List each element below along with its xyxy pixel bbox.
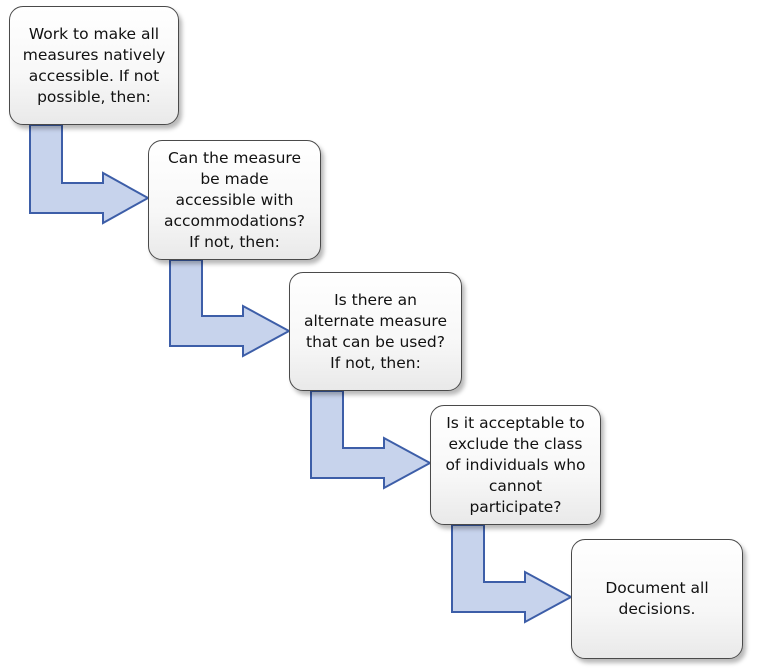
step-text-5: Document all decisions. bbox=[605, 579, 709, 618]
step-text-3: Is there an alternate measure that can b… bbox=[304, 290, 447, 372]
step-box-document-decisions: Document all decisions. bbox=[571, 539, 743, 659]
connector-arrow-4 bbox=[451, 524, 574, 624]
step-box-native-accessibility: Work to make all measures natively acces… bbox=[9, 6, 179, 125]
connector-arrow-2 bbox=[169, 259, 292, 358]
step-box-exclude-class: Is it acceptable to exclude the class of… bbox=[430, 405, 601, 525]
step-box-accommodations: Can the measure be made accessible with … bbox=[148, 140, 321, 260]
step-box-alternate-measure: Is there an alternate measure that can b… bbox=[289, 272, 462, 391]
connector-arrow-1 bbox=[29, 124, 151, 225]
step-text-2: Can the measure be made accessible with … bbox=[163, 148, 306, 251]
connector-arrow-3 bbox=[310, 390, 433, 490]
step-text-4: Is it acceptable to exclude the class of… bbox=[445, 413, 586, 516]
step-text-1: Work to make all measures natively acces… bbox=[22, 24, 166, 106]
